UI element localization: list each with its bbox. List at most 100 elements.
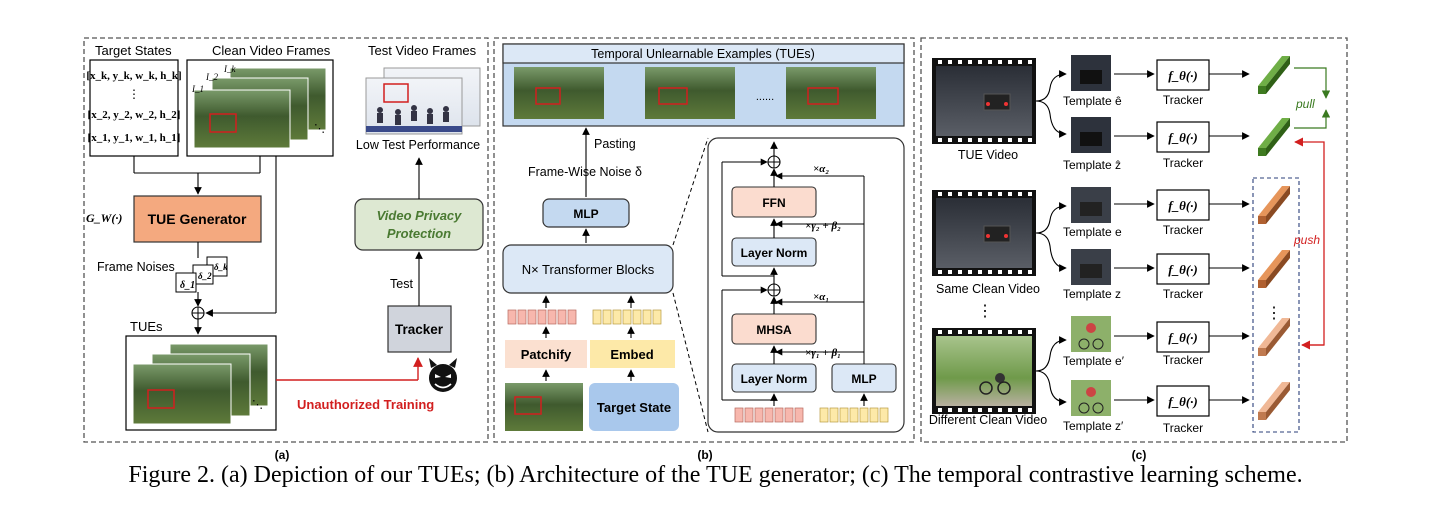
embed-label: Embed [610,347,653,362]
frame-label-2: I_2 [205,72,218,82]
noise-label-2: δ_2 [198,271,212,281]
state-tokens [592,309,662,325]
frame-label-k: I_k [223,64,236,74]
mhsa-label: MHSA [756,323,792,337]
features-vertical-dots: ⋮ [1266,305,1282,322]
template-z-prime: Template z′ [1063,419,1124,433]
same-clean-video-label: Same Clean Video [936,282,1040,296]
figure-2: Target States Clean Video Frames Test Vi… [83,37,1348,462]
tue-thumb-1-bbox [535,87,561,105]
orange-feature-1 [1258,186,1290,224]
layer-norm-2-label: Layer Norm [741,246,808,260]
panel-b-tag: (b) [697,448,712,462]
brace-diff-bottom [1035,370,1067,406]
template-thumb-6 [1071,380,1111,416]
tue-thumb-2-bbox [658,87,688,105]
tue-generator-label: TUE Generator [148,211,247,227]
fn-label-3: f_θ(·) [1168,198,1198,213]
noise-label-1: δ_1 [180,280,195,291]
fn-label-5: f_θ(·) [1168,330,1198,345]
green-feature-2 [1258,118,1290,156]
tue-frame-front [132,363,232,425]
patch-tokens [507,309,577,325]
rink-wall [366,126,462,132]
pasting-label: Pasting [594,137,636,151]
template-e-hat: Template ê [1063,94,1122,108]
mlp-label: MLP [573,207,598,221]
transformer-label: N× Transformer Blocks [522,262,655,277]
frames-ellipsis: ⋱ [314,123,325,135]
tracker-box-3 [1156,189,1210,221]
brace-diff-top [1035,336,1067,372]
orange-feature-2 [1258,250,1290,288]
gamma1-label: ×γ₁ + β₁ [805,347,841,359]
state-1: [x_1, y_1, w_1, h_1] [88,132,181,144]
film-sprockets [938,60,1032,412]
clean-frames-stack: I_k I_2 I_1 ⋱ [186,59,334,157]
privacy-line1: Video Privacy [377,208,463,223]
figure-caption: Figure 2. (a) Depiction of our TUEs; (b)… [128,462,1303,488]
tue-video-label: TUE Video [958,148,1018,162]
frame-1 [193,89,291,149]
tue-thumb-1 [514,67,604,119]
orange-feature-3 [1258,318,1290,356]
target-states-box [89,59,179,157]
patchify-label: Patchify [521,347,572,362]
zoom-line-top [672,137,709,246]
generator-symbol: G_W(·) [86,211,122,225]
frame-noises-label: Frame Noises [97,260,175,274]
panel-c-border [920,37,1348,443]
devil-icon [429,358,457,392]
unauthorized-label: Unauthorized Training [297,397,434,412]
gamma2-label: ×γ₂ + β₂ [805,220,841,232]
fn-label-2: f_θ(·) [1168,130,1198,145]
tues-ellipsis: ⋱ [252,399,263,411]
alpha1-label: ×α₁ [813,291,829,303]
pull-arrow-top [1294,67,1331,99]
trackers [1114,59,1210,417]
panel-a: Target States Clean Video Frames Test Vi… [83,37,489,462]
different-clean-video-film [932,328,1036,414]
tracker-label-5: Tracker [1163,353,1203,367]
noise-1 [175,272,197,293]
pull-label: pull [1295,97,1315,111]
template-z-hat: Template ẑ [1063,158,1121,172]
skaters [377,105,449,125]
mlp-box [542,198,630,228]
tracker-label-4: Tracker [1163,287,1203,301]
tracker-box-4 [1156,253,1210,285]
tracker-label-a: Tracker [395,322,444,337]
green-feature-1 [1258,56,1290,94]
input-image-bbox [514,396,542,415]
tue-thumb-2 [645,67,735,119]
inner-mlp-label: MLP [851,372,876,386]
frame-1-bbox [209,113,237,133]
target-state-box [589,383,679,431]
template-z: Template z [1063,287,1121,301]
zoom-line-bottom [672,292,709,433]
tue-video-film [932,58,1036,144]
test-label: Test [390,277,413,291]
panel-c-tag: (c) [1132,448,1147,462]
panel-a-border [83,37,489,443]
negatives-box [1252,177,1300,433]
tracker-box-a [387,305,452,353]
panel-b: Temporal Unlearnable Examples (TUEs) ...… [493,37,915,462]
push-label: push [1293,233,1320,247]
feature-arrows [1209,70,1250,404]
videos-vertical-dots: ⋮ [977,303,993,320]
panel-a-tag: (a) [275,448,290,462]
test-frame-bbox [383,83,409,103]
tracker-label-3: Tracker [1163,223,1203,237]
tues-header-strip [502,43,905,64]
template-e: Template e [1063,225,1122,239]
tracker-box-1 [1156,59,1210,91]
target-state-label: Target State [597,400,671,415]
tracker-label-6: Tracker [1163,421,1203,435]
privacy-box [354,198,484,251]
tues-label: TUEs [130,319,163,334]
panel-b-border [493,37,915,443]
fn-label-1: f_θ(·) [1168,68,1198,83]
template-thumb-5 [1071,316,1111,352]
brace-tue-top [1035,70,1067,102]
